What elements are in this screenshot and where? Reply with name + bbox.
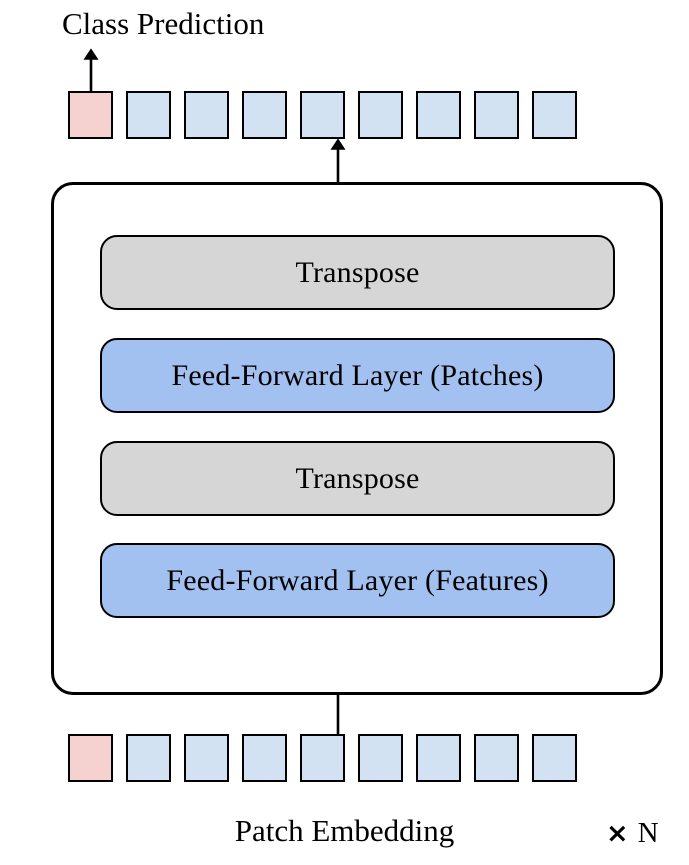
input-patch-token — [242, 734, 287, 782]
repeat-count-marker: × N — [606, 819, 659, 848]
input-patch-token — [358, 734, 403, 782]
class-prediction-label: Class Prediction — [62, 6, 265, 41]
mixer-layer-label: Feed-Forward Layer (Features) — [166, 563, 549, 597]
repeat-count-label: N — [637, 817, 659, 849]
input-token-row — [68, 734, 577, 782]
mixer-layer-label: Feed-Forward Layer (Patches) — [171, 358, 544, 392]
output-patch-token — [300, 91, 345, 139]
input-patch-token — [126, 734, 171, 782]
input-patch-token — [416, 734, 461, 782]
patch-embedding-label: Patch Embedding — [234, 813, 455, 848]
input-patch-token — [300, 734, 345, 782]
output-patch-token — [474, 91, 519, 139]
output-token-row — [68, 91, 577, 139]
mixer-layer-0: Transpose — [100, 235, 615, 310]
mixer-layer-1: Feed-Forward Layer (Patches) — [100, 338, 615, 413]
mixer-layer-label: Transpose — [295, 255, 420, 289]
input-patch-token — [184, 734, 229, 782]
mixer-layer-label: Transpose — [295, 461, 420, 495]
output-patch-token — [126, 91, 171, 139]
multiply-icon: × — [606, 818, 629, 849]
output-patch-token — [358, 91, 403, 139]
output-patch-token — [184, 91, 229, 139]
input-patch-token — [532, 734, 577, 782]
output-patch-token — [242, 91, 287, 139]
output-patch-token — [532, 91, 577, 139]
output-patch-token — [416, 91, 461, 139]
mixer-layer-3: Feed-Forward Layer (Features) — [100, 543, 615, 618]
mixer-layer-2: Transpose — [100, 441, 615, 516]
input-patch-token — [474, 734, 519, 782]
input-class-token — [68, 734, 113, 782]
output-class-token — [68, 91, 113, 139]
